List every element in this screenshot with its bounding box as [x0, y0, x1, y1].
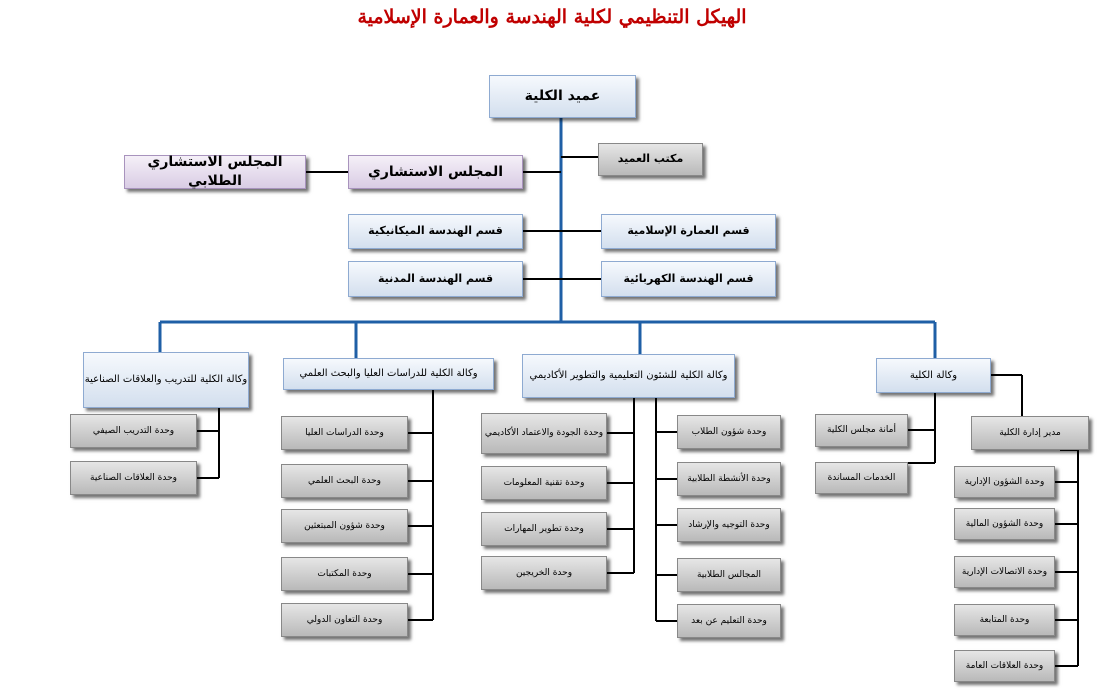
academic-unit-box: المجالس الطلابية — [677, 558, 781, 592]
advisory-council-box: المجلس الاستشاري — [348, 155, 523, 189]
mechanical-dept-box: قسم الهندسة الميكانيكية — [348, 214, 523, 249]
islamic-architecture-dept-box: قسم العمارة الإسلامية — [601, 214, 776, 249]
training-unit-box: وحدة العلاقات الصناعية — [70, 461, 197, 495]
vice-deanship-academic-box: وكالة الكلية للشئون التعليمية والتطوير ا… — [522, 354, 735, 398]
academic-unit-box: وحدة التعليم عن بعد — [677, 604, 781, 638]
graduate-unit-box: وحدة شؤون المبتعثين — [281, 509, 408, 543]
graduate-unit-box: وحدة الدراسات العليا — [281, 416, 408, 450]
admin-director-box: مدير إدارة الكلية — [971, 416, 1089, 450]
admin-unit-box: وحدة الاتصالات الإدارية — [954, 556, 1055, 588]
academic-unit-box: وحدة الجودة والاعتماد الأكاديمي — [481, 413, 607, 454]
dean-box: عميد الكلية — [489, 75, 636, 118]
academic-unit-box: وحدة تقنية المعلومات — [481, 466, 607, 500]
main-connectors — [158, 118, 937, 358]
vice-deanship-graduate-box: وكالة الكلية للدراسات العليا والبحث العل… — [283, 358, 494, 390]
academic-unit-box: وحدة الخريجين — [481, 556, 607, 590]
vice-deanship-training-box: وكالة الكلية للتدريب والعلاقات الصناعية — [83, 352, 249, 408]
graduate-unit-box: وحدة المكتبات — [281, 557, 408, 591]
admin-unit-box: وحدة المتابعة — [954, 604, 1055, 636]
student-advisory-council-box: المجلس الاستشاري الطلابي — [124, 154, 306, 189]
academic-unit-box: وحدة التوجيه والإرشاد — [677, 508, 781, 542]
electrical-dept-box: قسم الهندسة الكهربائية — [601, 261, 776, 297]
academic-unit-box: وحدة الأنشطة الطلابية — [677, 462, 781, 496]
branch-connectors — [197, 156, 1079, 667]
admin-unit-box: وحدة الشؤون المالية — [954, 508, 1055, 540]
chart-title: الهيكل التنظيمي لكلية الهندسة والعمارة ا… — [357, 6, 747, 28]
academic-unit-box: وحدة شؤون الطلاب — [677, 415, 781, 449]
vice-deanship-general-box: وكالة الكلية — [876, 358, 991, 393]
admin-unit-box: وحدة العلاقات العامة — [954, 650, 1055, 682]
academic-unit-box: وحدة تطوير المهارات — [481, 512, 607, 546]
support-services-box: الخدمات المساندة — [815, 462, 908, 494]
dean-office-box: مكتب العميد — [598, 143, 703, 176]
council-secretariat-box: أمانة مجلس الكلية — [815, 414, 908, 447]
graduate-unit-box: وحدة التعاون الدولي — [281, 603, 408, 637]
training-unit-box: وحدة التدريب الصيفي — [70, 414, 197, 448]
graduate-unit-box: وحدة البحث العلمي — [281, 464, 408, 498]
admin-unit-box: وحدة الشؤون الإدارية — [954, 466, 1055, 498]
civil-dept-box: قسم الهندسة المدنية — [348, 261, 523, 297]
